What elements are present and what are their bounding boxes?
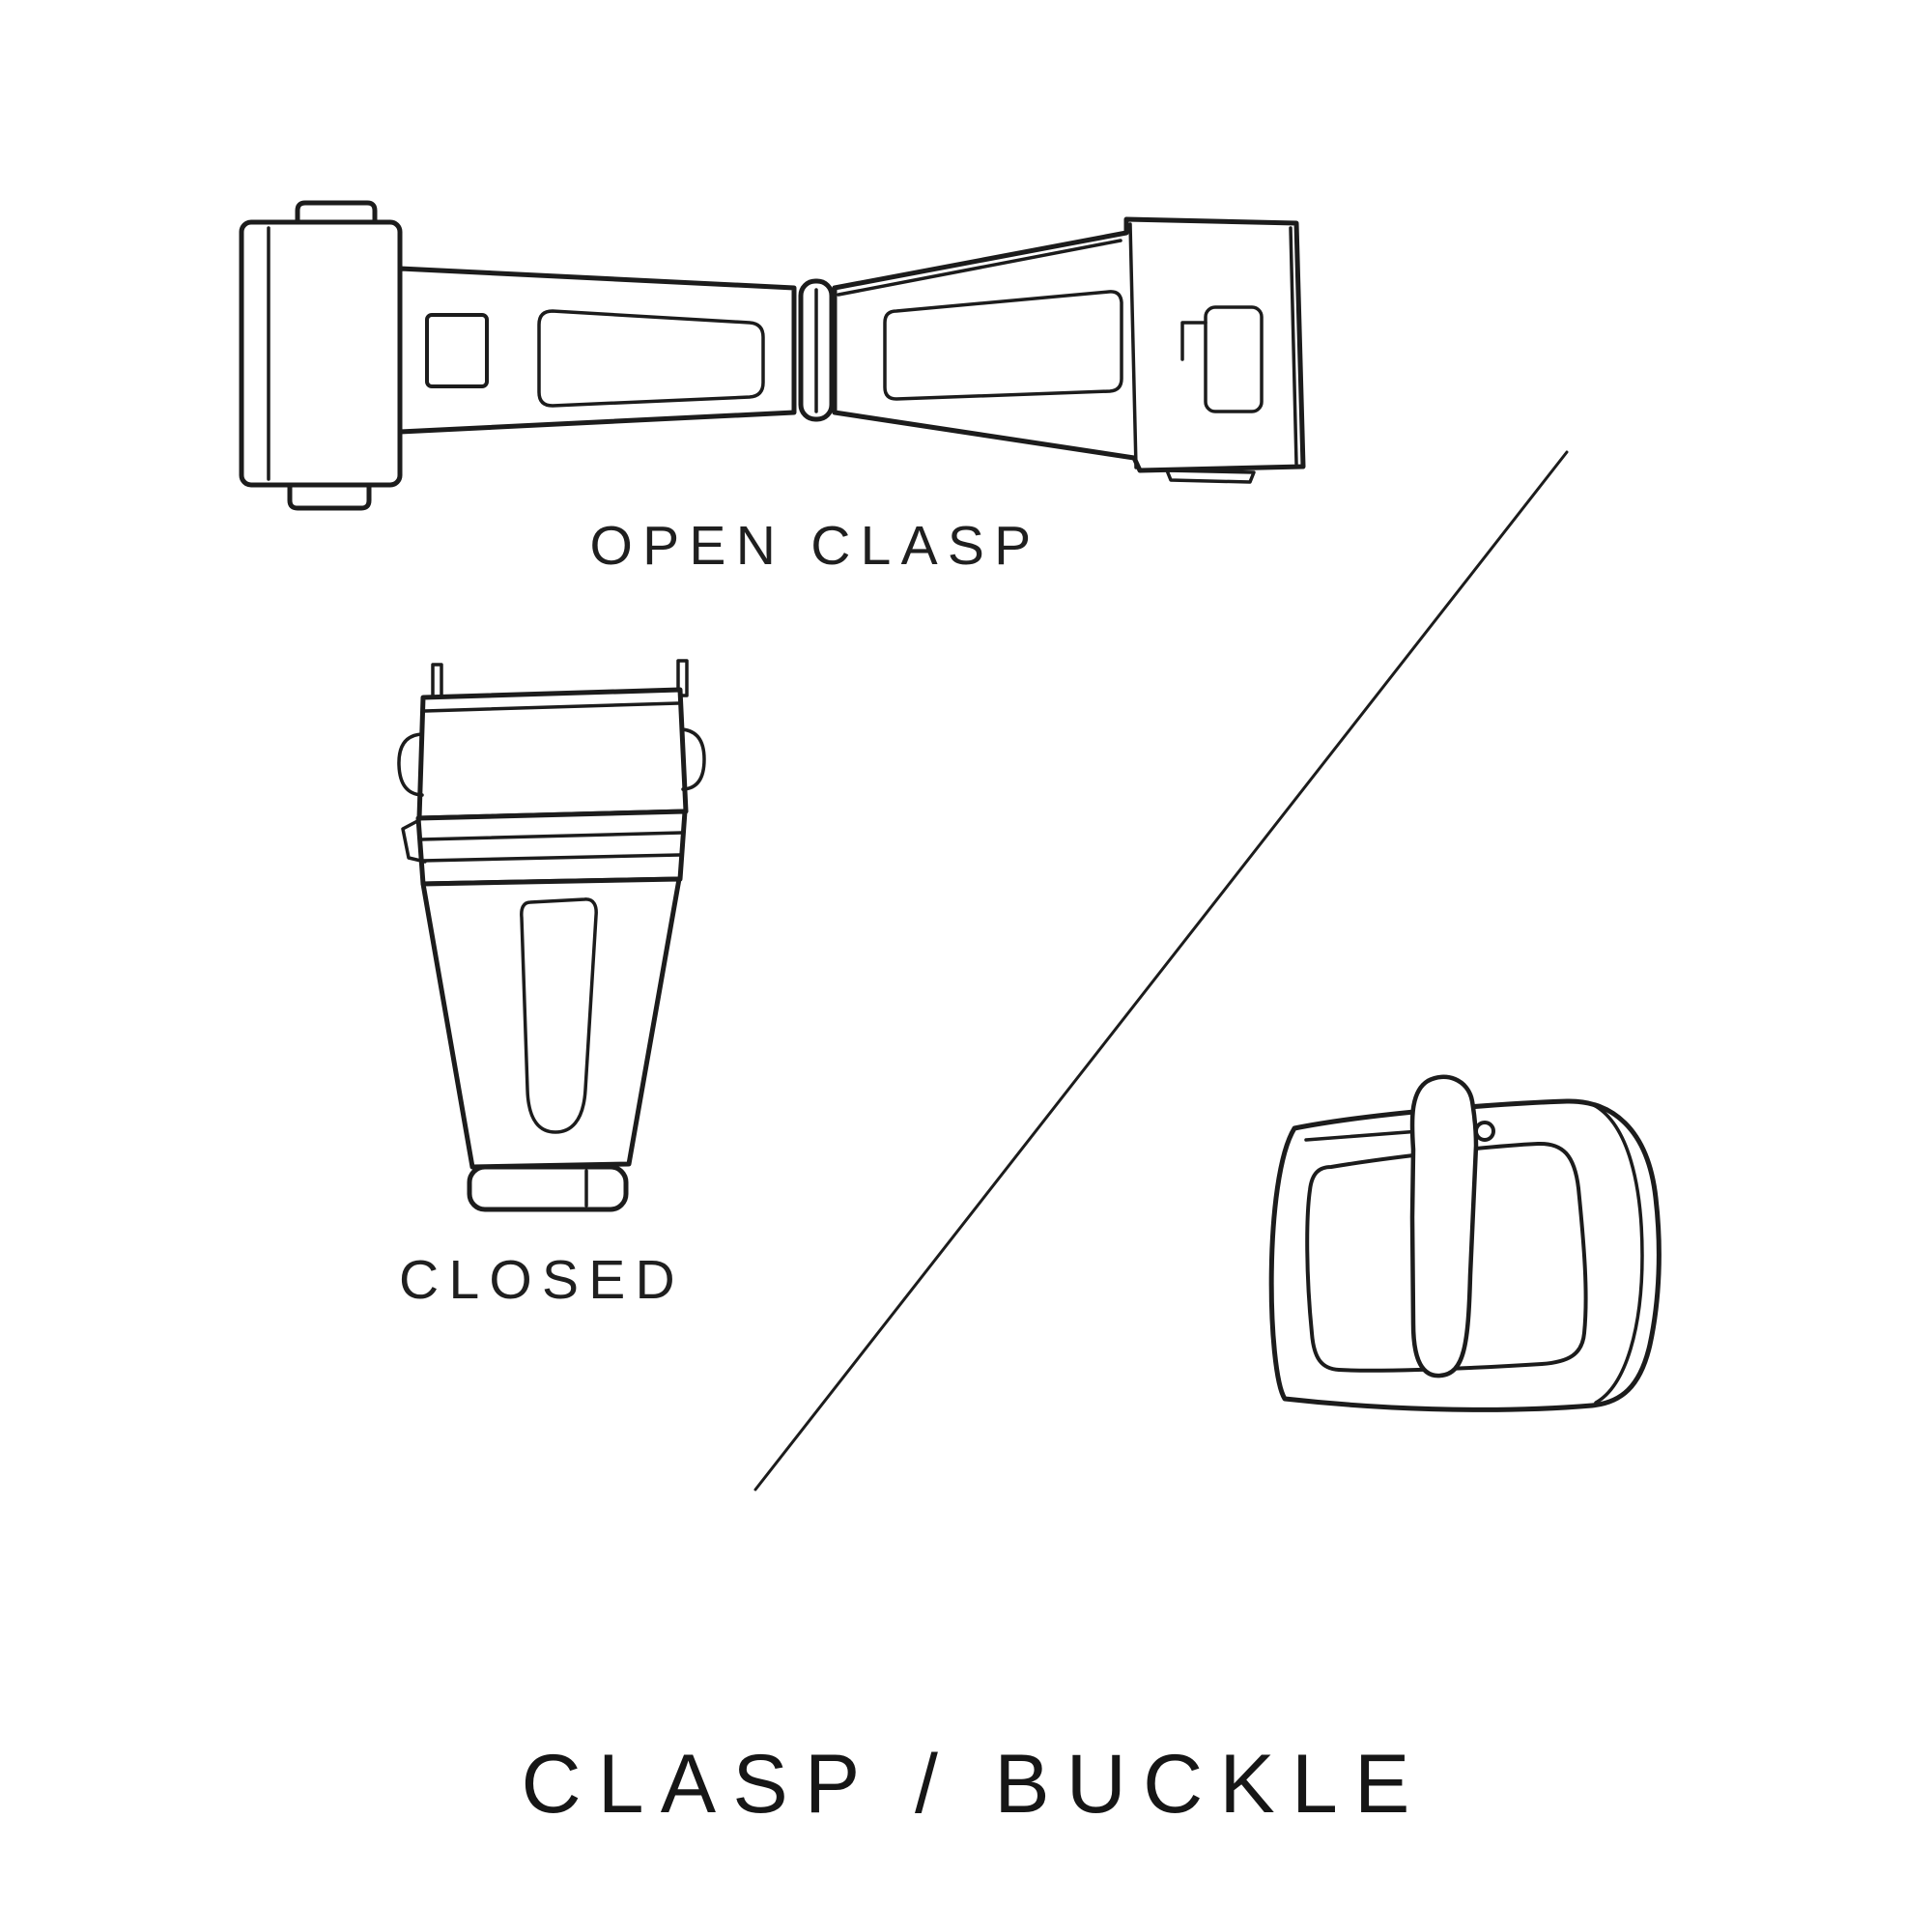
buckle-illustration	[1268, 1074, 1662, 1412]
diagram-title: CLASP / BUCKLE	[521, 1738, 1427, 1831]
open-clasp-label: OPEN CLASP	[589, 515, 1041, 577]
closed-clasp-label: CLOSED	[399, 1249, 685, 1311]
divider-line	[753, 450, 1569, 1492]
closed-clasp-illustration	[397, 659, 706, 1212]
open-clasp-illustration	[239, 200, 1306, 511]
